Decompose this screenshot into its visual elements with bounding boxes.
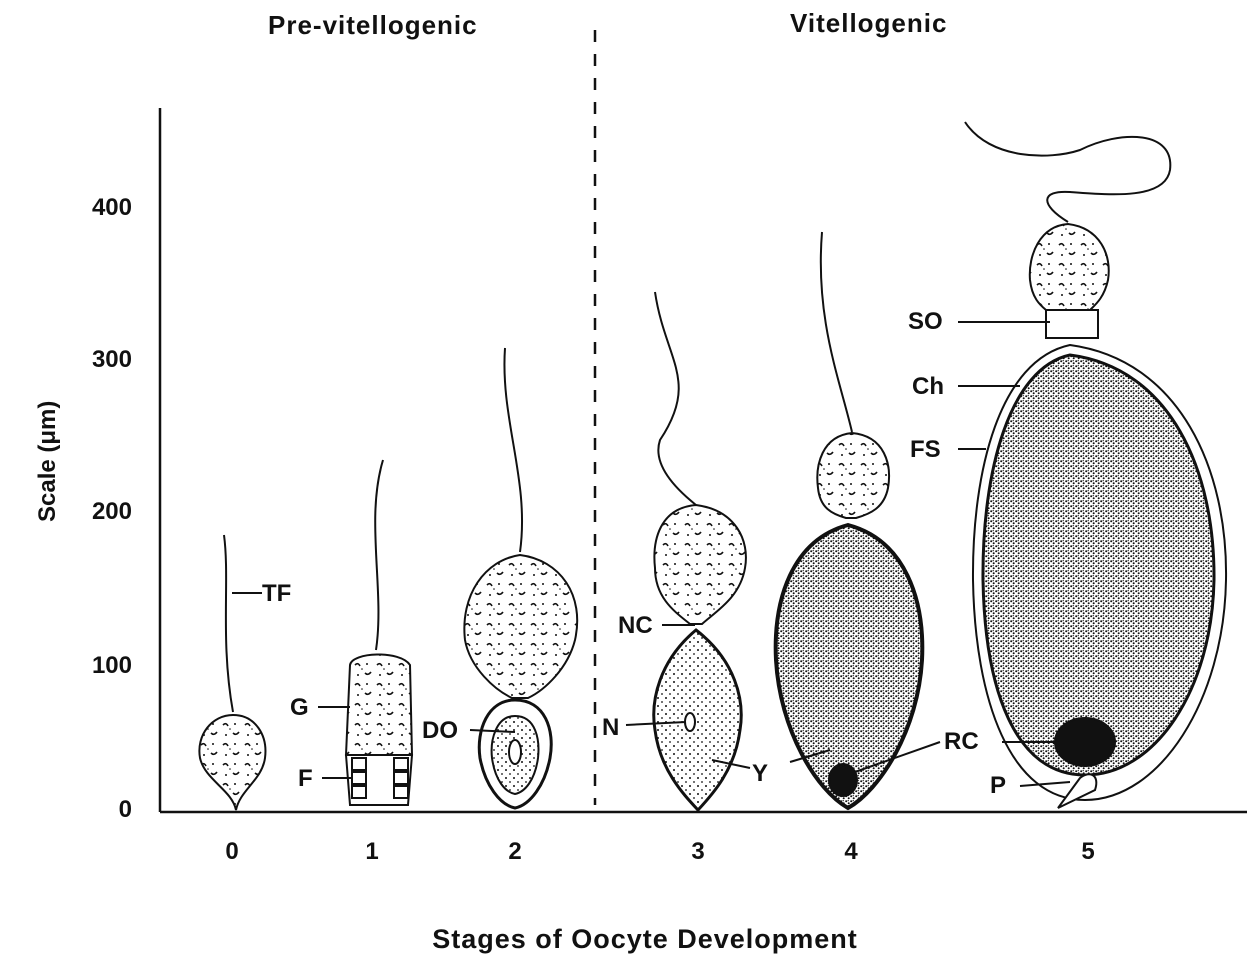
label-fs: FS (910, 436, 941, 464)
label-tf: TF (262, 580, 291, 608)
label-do: DO (422, 717, 458, 745)
stage-2-nucleus (509, 740, 521, 764)
stage-1-follicle (346, 460, 412, 805)
label-y: Y (752, 760, 768, 788)
label-so: SO (908, 308, 943, 336)
stage-4-follicle (776, 232, 923, 808)
stage-5-follicle (965, 122, 1226, 808)
stage-0-follicle (199, 535, 265, 810)
stage-3-follicle (654, 292, 746, 810)
stage-3-nucleus (685, 713, 695, 731)
stage-4-rc (829, 764, 857, 796)
stage-2-follicle (464, 348, 577, 808)
label-g: G (290, 694, 309, 722)
label-p: P (990, 772, 1006, 800)
label-nc: NC (618, 612, 653, 640)
stage-5-rc (1055, 718, 1115, 766)
label-n: N (602, 714, 619, 742)
label-ch: Ch (912, 373, 944, 401)
label-f: F (298, 765, 313, 793)
label-rc: RC (944, 728, 979, 756)
